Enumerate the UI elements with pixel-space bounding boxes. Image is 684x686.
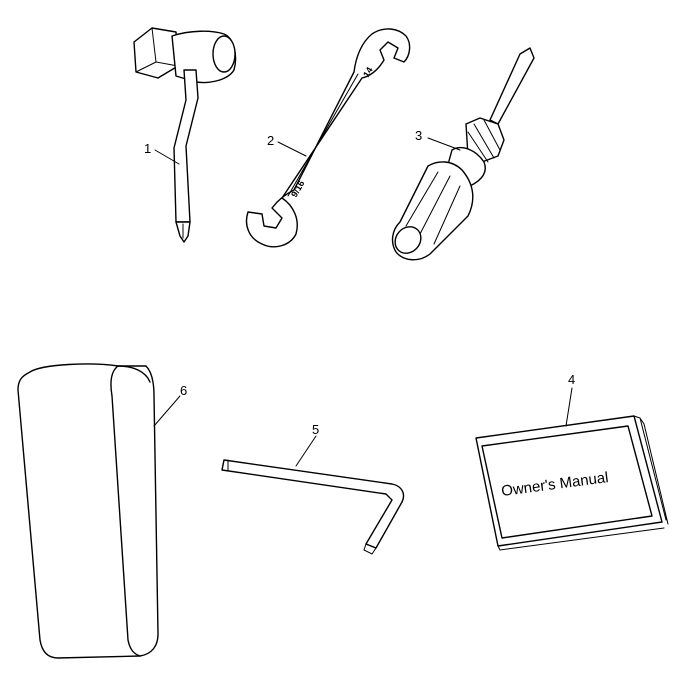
callout-4: 4 — [568, 372, 575, 387]
wrench-marking-9-16: 9/16 — [289, 179, 306, 199]
callout-leader-3 — [427, 137, 461, 151]
wrench-marking-14: 14 — [361, 65, 375, 79]
tool-pouch-icon — [17, 363, 159, 659]
callout-2: 2 — [267, 133, 274, 148]
callout-leader-4 — [565, 387, 573, 427]
hex-key-icon — [221, 459, 405, 555]
spark-plug-wrench-icon — [133, 27, 237, 243]
callout-leader-1 — [154, 149, 180, 165]
callout-1: 1 — [144, 141, 151, 156]
callout-3: 3 — [415, 128, 422, 143]
callout-6: 6 — [180, 383, 187, 398]
callout-leader-6 — [153, 395, 181, 427]
callout-leader-5 — [295, 435, 317, 467]
screwdriver-icon — [391, 47, 535, 261]
owners-manual-icon: Owner's Manual — [475, 415, 669, 551]
callout-leader-2 — [277, 141, 307, 157]
callout-5: 5 — [312, 422, 319, 437]
